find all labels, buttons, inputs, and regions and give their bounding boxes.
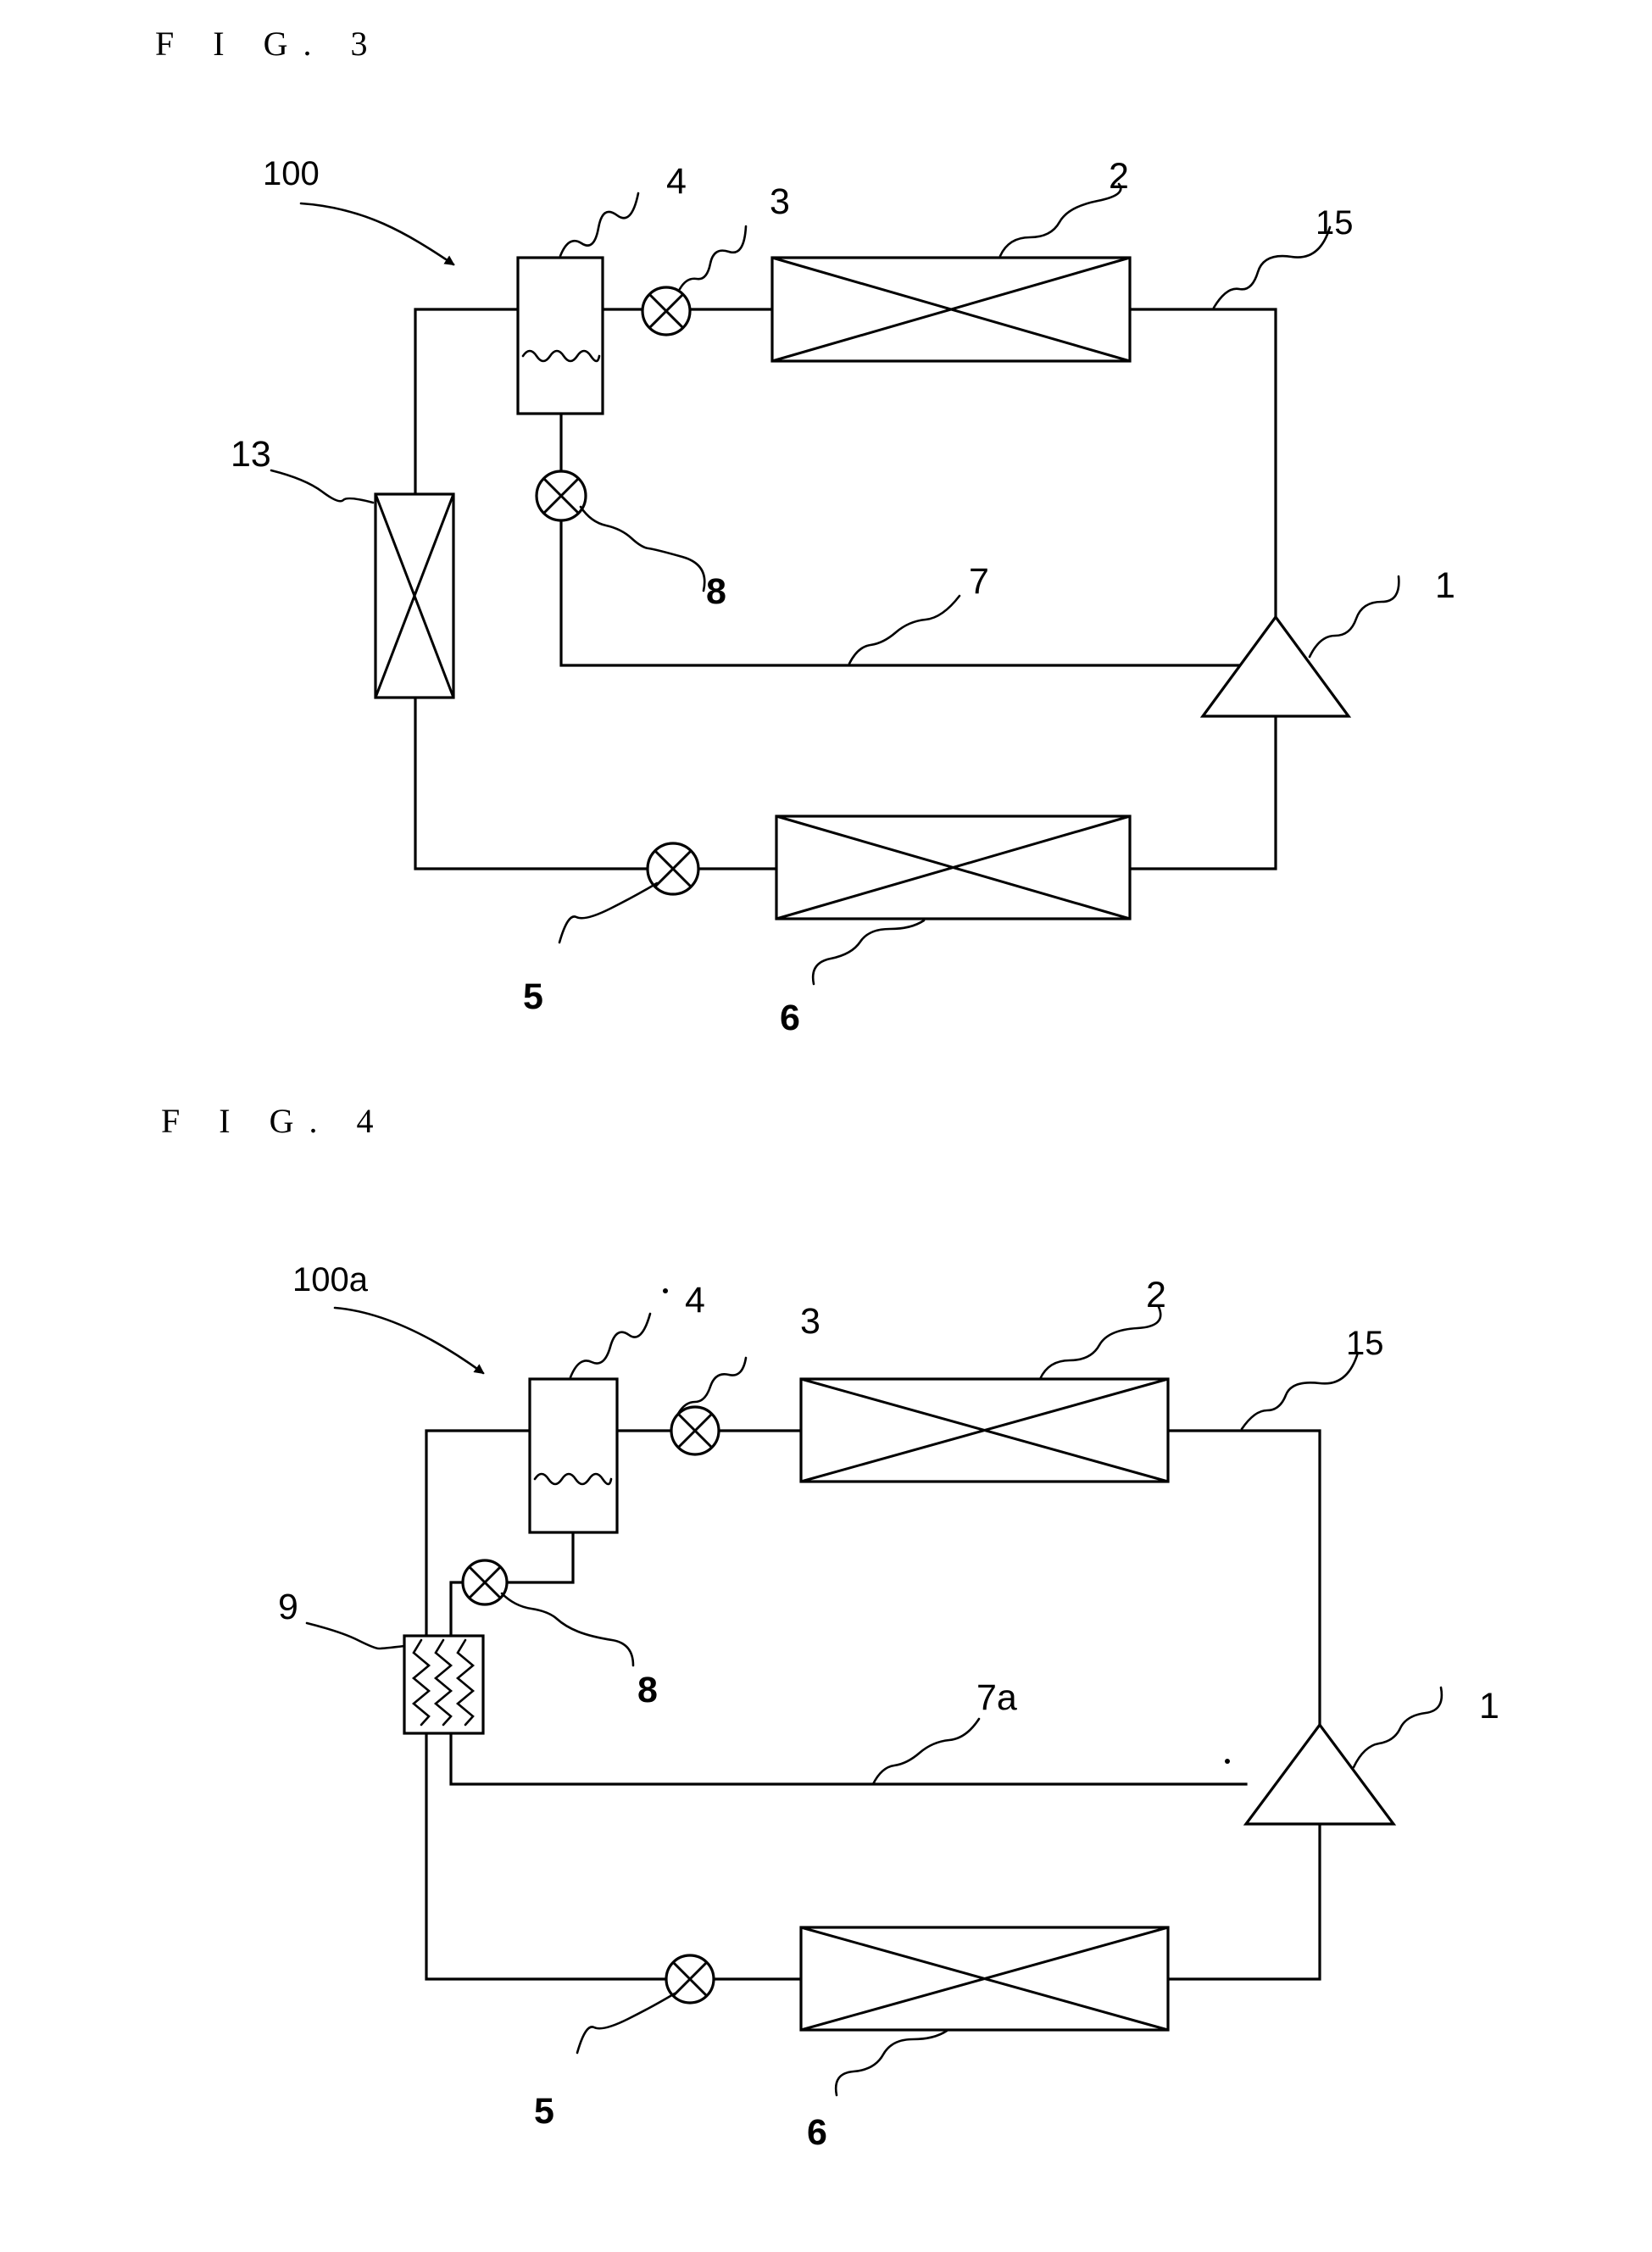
fig4-label-1: 1 [1479,1686,1499,1727]
fig3-label-4: 4 [666,161,687,202]
fig3-leader-5 [559,883,657,943]
fig4-receiver [530,1379,617,1532]
fig3-leader-13 [271,470,373,503]
fig3-leader-7 [849,596,959,664]
fig3-pipe-evaporator-to-compressor [1130,716,1276,869]
fig4-leader-5 [577,1993,675,2053]
fig4-compressor [1246,1725,1393,1824]
fig3-receiver [518,258,603,414]
fig4-evaporator [801,1927,1168,2030]
fig4-label-4: 4 [685,1280,705,1321]
fig3-leader-6 [813,920,924,984]
fig4-leader-9 [307,1623,404,1649]
fig4-pipe-receiver-to-valve8 [506,1532,573,1582]
fig4-injection-pipe [451,1733,1246,1784]
fig3-system-arrow [301,203,453,264]
fig4-label-2: 2 [1146,1275,1166,1315]
fig3-leader-1 [1310,576,1399,657]
fig3-heat-exchanger [375,494,453,698]
fig3-label-3: 3 [770,181,790,222]
fig3-label-8: 8 [706,571,726,612]
fig4-leader-6 [836,2031,947,2095]
fig3-expansion-valve-3 [642,287,690,335]
fig3-leader-4 [560,193,638,256]
fig4-pipe-evaporator-to-compressor [1168,1824,1320,1979]
fig3-evaporator [776,816,1130,919]
fig4-pipe-valve8-to-hx [451,1582,464,1636]
figure-4-caption: F I G. 4 [161,1102,388,1140]
fig4-leader-8 [502,1593,633,1665]
figure-4: F I G. 4 [161,1102,1499,2153]
fig3-label-13: 13 [231,434,271,475]
fig4-expansion-valve-5 [666,1955,714,2003]
fig4-label-15: 15 [1346,1325,1384,1362]
fig4-label-6: 6 [807,2112,827,2153]
fig4-label-9: 9 [278,1587,298,1627]
fig3-label-7: 7 [969,561,989,602]
fig3-pipe-hx-to-valve5 [415,698,648,869]
fig3-leader-15 [1214,227,1330,308]
fig4-speck [1225,1759,1230,1764]
fig3-pipe-receiver-to-hx [415,309,518,494]
fig4-label-7a: 7a [976,1677,1017,1718]
fig4-condenser [801,1379,1168,1482]
fig4-leader-15 [1242,1353,1358,1429]
fig4-speck [663,1288,668,1293]
fig4-discharge-pipe [1168,1431,1320,1725]
fig3-label-6: 6 [780,998,800,1038]
figure-3: F I G. 3 [155,25,1455,1038]
fig4-leader-3 [678,1358,746,1414]
fig4-expansion-valve-8 [463,1560,507,1604]
fig3-expansion-valve-5 [648,843,698,894]
fig3-label-system: 100 [263,155,320,192]
fig3-leader-2 [1000,184,1121,256]
fig3-label-5: 5 [523,976,543,1017]
fig3-label-15: 15 [1315,204,1354,242]
fig4-label-system: 100a [292,1261,369,1298]
fig3-condenser [772,258,1130,361]
fig4-label-8: 8 [637,1670,658,1710]
fig4-leader-4 [570,1314,650,1377]
fig3-leader-3 [680,226,746,289]
fig3-label-2: 2 [1109,156,1129,197]
fig3-expansion-valve-8 [537,471,586,520]
fig3-injection-pipe [561,520,1242,665]
fig4-leader-2 [1040,1307,1160,1379]
fig4-system-arrow [335,1308,483,1373]
figure-3-caption: F I G. 3 [155,25,382,63]
fig3-label-1: 1 [1435,565,1455,606]
fig4-leader-1 [1354,1688,1442,1767]
fig3-leader-8 [581,507,704,591]
fig4-label-3: 3 [800,1301,820,1342]
fig4-leader-7a [873,1719,979,1784]
fig3-discharge-pipe [1130,309,1276,617]
fig4-heat-exchanger [404,1636,483,1733]
fig4-label-5: 5 [534,2091,554,2132]
